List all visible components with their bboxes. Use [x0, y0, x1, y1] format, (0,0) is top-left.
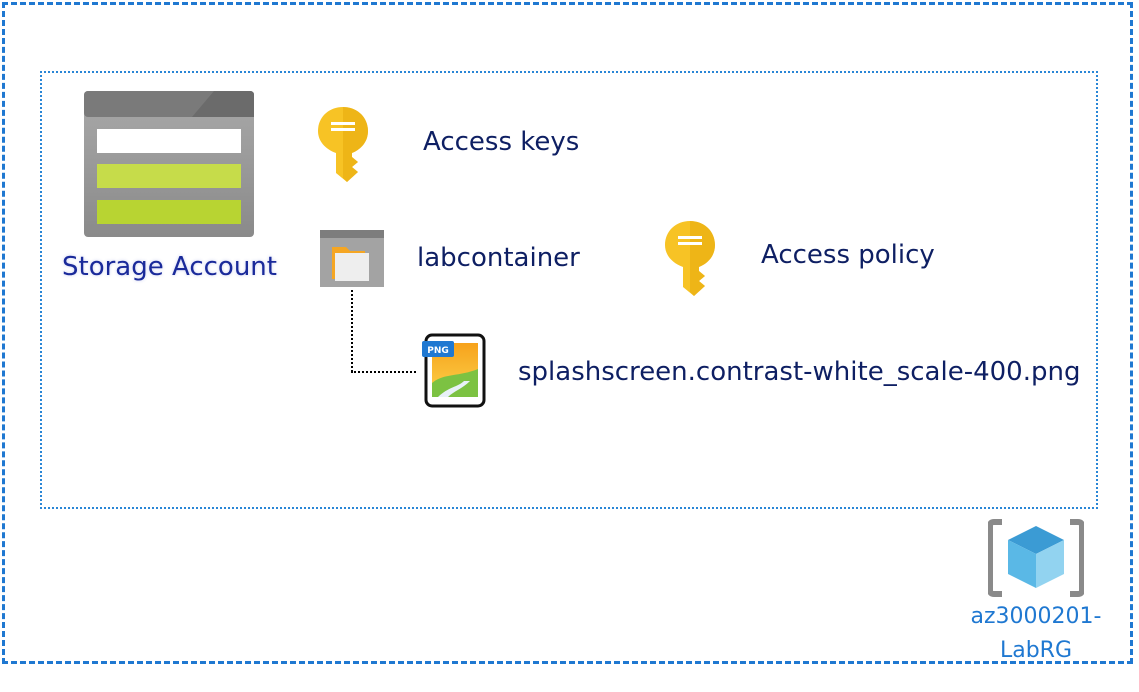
resource-group-boundary [2, 2, 1133, 664]
storage-account-icon [84, 91, 254, 237]
container-label: labcontainer [417, 243, 580, 273]
png-file-icon: PNG [422, 333, 486, 408]
access-policy-key-icon [665, 221, 715, 296]
access-keys-label: Access keys [423, 127, 580, 157]
access-keys-key-icon [318, 107, 368, 182]
storage-account-label: Storage Account [62, 252, 277, 282]
access-policy-label: Access policy [761, 240, 935, 270]
resource-group-label: az3000201-LabRG [970, 604, 1102, 663]
container-connector-vertical [351, 290, 353, 372]
resource-group-cube-icon [988, 519, 1084, 597]
blob-file-label: splashscreen.contrast-white_scale-400.pn… [518, 357, 1081, 387]
container-folder-icon [320, 230, 384, 287]
container-connector-horizontal [351, 371, 416, 373]
png-badge: PNG [427, 346, 449, 356]
storage-account-boundary [40, 71, 1098, 509]
